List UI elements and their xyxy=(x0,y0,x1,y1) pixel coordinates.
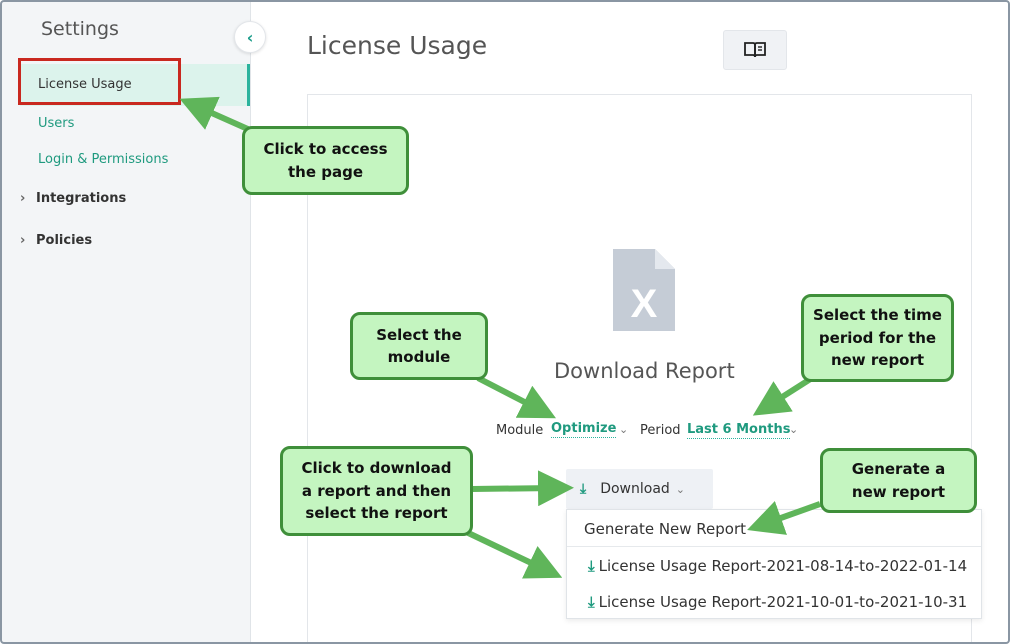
download-icon: ⤓ xyxy=(588,593,595,611)
period-label: Period xyxy=(640,423,681,438)
arrow-to-generate xyxy=(747,500,822,535)
sidebar-title: Settings xyxy=(41,18,119,40)
sidebar-group-label: Integrations xyxy=(36,191,127,206)
arrow-to-module xyxy=(476,375,556,419)
page-title: License Usage xyxy=(307,31,488,60)
report-item[interactable]: ⤓License Usage Report-2021-10-01-to-2021… xyxy=(567,593,981,611)
download-button-label: Download xyxy=(600,481,670,497)
report-item[interactable]: ⤓License Usage Report-2021-08-14-to-2022… xyxy=(567,557,981,575)
callout-generate: Generate a new report xyxy=(820,448,977,513)
report-item-label: License Usage Report-2021-10-01-to-2021-… xyxy=(598,593,968,611)
arrow-to-report-items xyxy=(460,527,563,579)
chevron-right-icon: › xyxy=(20,233,26,248)
arrow-to-download xyxy=(471,470,574,507)
excel-file-icon: X xyxy=(613,249,675,331)
arrow-to-license-usage xyxy=(179,96,252,133)
chevron-right-icon: › xyxy=(20,191,26,206)
sidebar-item-label: License Usage xyxy=(38,77,132,92)
chevron-down-icon: ⌄ xyxy=(675,482,686,496)
sidebar-group-label: Policies xyxy=(36,233,93,248)
arrow-to-period xyxy=(752,375,814,416)
callout-line: Click to download xyxy=(301,459,452,478)
callout-download: Click to download a report and then select… xyxy=(280,446,473,536)
sidebar-collapse-button[interactable]: ‹ xyxy=(234,21,266,53)
callout-select-module: Select the module xyxy=(350,312,488,380)
menu-divider xyxy=(567,546,981,547)
download-button[interactable]: ⤓ Download ⌄ xyxy=(566,469,713,509)
callout-line: the page xyxy=(287,162,363,181)
module-select[interactable]: Optimize xyxy=(551,421,617,438)
download-menu: Generate New Report ⤓License Usage Repor… xyxy=(566,509,982,619)
callout-select-period: Select the time period for the new report xyxy=(801,294,954,382)
sidebar-group-integrations[interactable]: › Integrations xyxy=(20,191,126,206)
download-report-title: Download Report xyxy=(554,359,735,383)
chevron-down-icon: ⌄ xyxy=(619,423,629,436)
sidebar-group-policies[interactable]: › Policies xyxy=(20,233,92,248)
callout-line: new report xyxy=(830,351,925,370)
download-icon: ⤓ xyxy=(588,557,595,575)
documentation-button[interactable] xyxy=(723,30,787,70)
callout-line: Select the xyxy=(376,325,462,344)
callout-line: a report and then xyxy=(301,481,452,500)
module-label: Module xyxy=(496,423,544,438)
generate-new-report-item[interactable]: Generate New Report xyxy=(584,520,747,538)
download-icon: ⤓ xyxy=(580,481,587,497)
callout-line: new report xyxy=(851,482,946,501)
period-select[interactable]: Last 6 Months xyxy=(687,422,791,439)
callout-line: Generate a xyxy=(851,460,946,478)
callout-access-page: Click to access the page xyxy=(242,126,409,195)
sidebar-item-login-permissions[interactable]: Login & Permissions xyxy=(38,152,169,167)
svg-text:X: X xyxy=(631,282,658,326)
callout-line: module xyxy=(387,348,451,366)
callout-line: Select the time xyxy=(813,306,942,325)
callout-line: Click to access xyxy=(263,140,388,158)
chevron-left-icon: ‹ xyxy=(246,27,254,47)
callout-line: select the report xyxy=(305,504,448,523)
book-icon xyxy=(744,42,766,58)
chevron-down-icon: ⌄ xyxy=(789,423,799,436)
license-usage-highlight xyxy=(18,58,181,105)
callout-line: period for the xyxy=(818,328,937,347)
report-item-label: License Usage Report-2021-08-14-to-2022-… xyxy=(598,557,968,575)
sidebar-item-users[interactable]: Users xyxy=(38,116,75,131)
